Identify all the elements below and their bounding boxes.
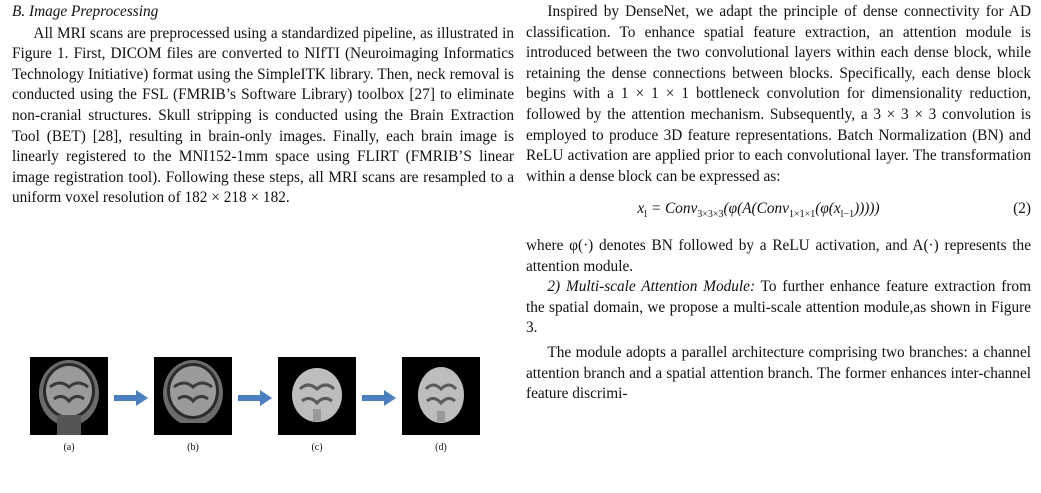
mri-image-b (154, 357, 232, 435)
left-column: B. Image Preprocessing All MRI scans are… (12, 0, 514, 209)
preprocessing-paragraph: All MRI scans are preprocessed using a s… (12, 24, 514, 207)
equation-2: xl = Conv3×3×3(φ(A(Conv1×1×1(φ(xl−1)))))… (526, 199, 1031, 226)
mri-image-d (402, 357, 480, 435)
equation-expression: xl = Conv3×3×3(φ(A(Conv1×1×1(φ(xl−1))))) (637, 200, 880, 221)
arrow-icon (114, 390, 148, 406)
label-b: (b) (187, 442, 199, 453)
densenet-paragraph: Inspired by DenseNet, we adapt the princ… (526, 3, 1031, 185)
section-heading: B. Image Preprocessing (12, 3, 159, 20)
arrow-icon (238, 390, 272, 406)
arrow-icon (362, 390, 396, 406)
subsection-title: 2) Multi-scale Attention Module: (547, 278, 756, 296)
mri-image-a (30, 357, 108, 435)
where-paragraph: where φ(·) denotes BN followed by a ReLU… (526, 236, 1031, 275)
label-d: (d) (435, 442, 447, 453)
mri-image-c (278, 357, 356, 435)
label-c: (c) (311, 442, 323, 453)
subsection-text: To further enhance feature extraction fr… (526, 278, 1031, 337)
label-a: (a) (63, 442, 75, 453)
equation-number: (2) (1013, 200, 1031, 218)
architecture-paragraph: The module adopts a parallel architectur… (526, 343, 1031, 403)
right-column: Inspired by DenseNet, we adapt the princ… (526, 0, 1031, 405)
subsection-paragraph: 2) Multi-scale Attention Module: To furt… (526, 277, 1031, 339)
figure-1: (a) (b) (c) (30, 357, 500, 477)
